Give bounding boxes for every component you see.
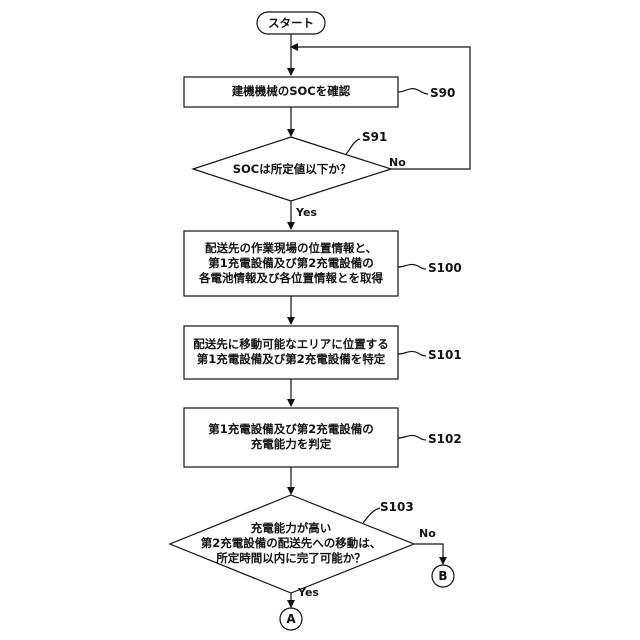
s91-yes-label: Yes <box>296 206 317 219</box>
s100-step-id: S100 <box>428 261 462 275</box>
s101-line: 第1充電設備及び第2充電設備を特定 <box>184 352 398 367</box>
start-label: スタート <box>257 16 325 31</box>
s91-step-id: S91 <box>362 130 387 144</box>
s102-text: 第1充電設備及び第2充電設備の 充電能力を判定 <box>184 422 398 452</box>
s102-line: 第1充電設備及び第2充電設備の <box>184 422 398 437</box>
s102-leader <box>398 435 426 440</box>
arrow-s103-no-to-b <box>414 544 443 564</box>
s103-no-label: No <box>419 527 436 540</box>
s103-text: 充電能力が高い 第2充電設備の配送先への移動は、 所定時間以内に完了可能か？ <box>184 521 398 566</box>
s102-line: 充電能力を判定 <box>184 437 398 452</box>
s101-step-id: S101 <box>428 348 462 362</box>
s103-step-id: S103 <box>380 500 414 514</box>
s103-yes-label: Yes <box>298 586 319 599</box>
connector-a-label: A <box>280 612 302 627</box>
s91-no-label: No <box>389 156 406 169</box>
s102-step-id: S102 <box>428 432 462 446</box>
s91-leader <box>346 139 360 154</box>
s100-line: 各電池情報及び各位置情報とを取得 <box>184 271 398 286</box>
s100-leader <box>398 264 426 269</box>
s103-line: 所定時間以内に完了可能か？ <box>184 551 398 566</box>
s103-line: 充電能力が高い <box>184 521 398 536</box>
s91-text: SOCは所定値以下か？ <box>193 162 391 177</box>
s90-step-id: S90 <box>430 86 455 100</box>
connector-b-label: B <box>432 569 454 584</box>
s103-line: 第2充電設備の配送先への移動は、 <box>184 536 398 551</box>
s101-line: 配送先に移動可能なエリアに位置する <box>184 337 398 352</box>
s100-line: 配送先の作業現場の位置情報と、 <box>184 241 398 256</box>
s90-text: 建機機械のSOCを確認 <box>184 84 398 99</box>
s101-leader <box>398 351 426 356</box>
s101-text: 配送先に移動可能なエリアに位置する 第1充電設備及び第2充電設備を特定 <box>184 337 398 367</box>
s90-leader <box>398 89 428 94</box>
s100-text: 配送先の作業現場の位置情報と、 第1充電設備及び第2充電設備の 各電池情報及び各… <box>184 241 398 286</box>
s100-line: 第1充電設備及び第2充電設備の <box>184 256 398 271</box>
